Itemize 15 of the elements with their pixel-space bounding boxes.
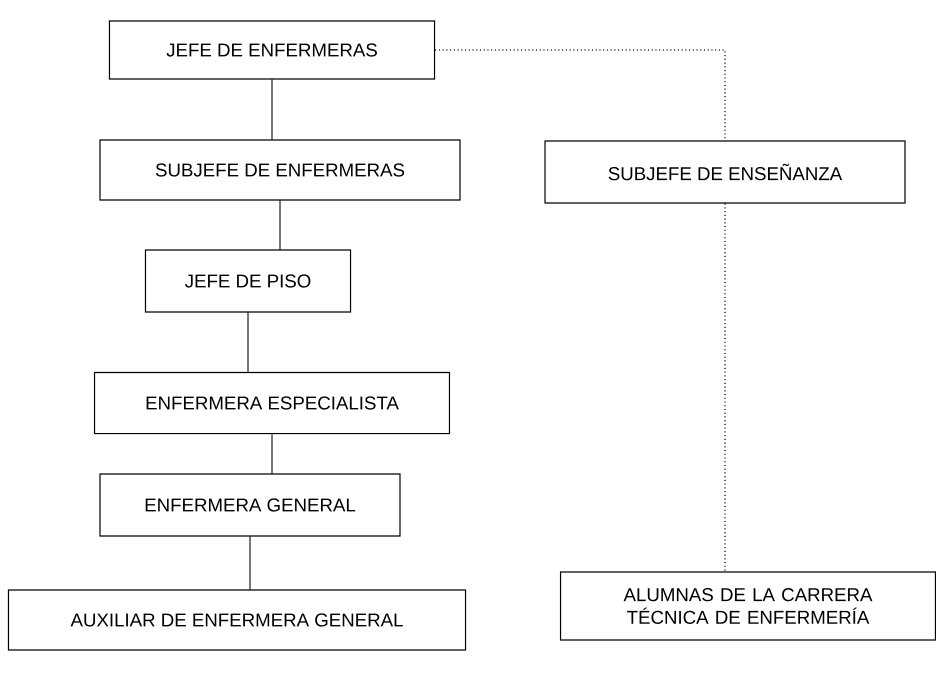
org-box: JEFE DE ENFERMERAS (108, 20, 436, 80)
org-box: SUBJEFE DE ENFERMERAS (99, 139, 461, 201)
connector-line (249, 536, 251, 590)
connector-line (271, 80, 273, 140)
org-box: ENFERMERA GENERAL (99, 473, 401, 537)
dotted-connector (724, 204, 726, 572)
org-box: SUBJEFE DE ENSEÑANZA (544, 140, 906, 204)
org-box: ENFERMERA ESPECIALISTA (94, 372, 450, 434)
org-box: AUXILIAR DE ENFERMERA GENERAL (8, 589, 466, 651)
org-box: ALUMNAS DE LA CARRERA TÉCNICA DE ENFERMERÍA (560, 571, 936, 641)
dotted-connector (435, 49, 726, 140)
connector-line (271, 434, 273, 474)
connector-line (247, 312, 249, 372)
connector-line (279, 200, 281, 250)
org-box: JEFE DE PISO (144, 249, 352, 313)
